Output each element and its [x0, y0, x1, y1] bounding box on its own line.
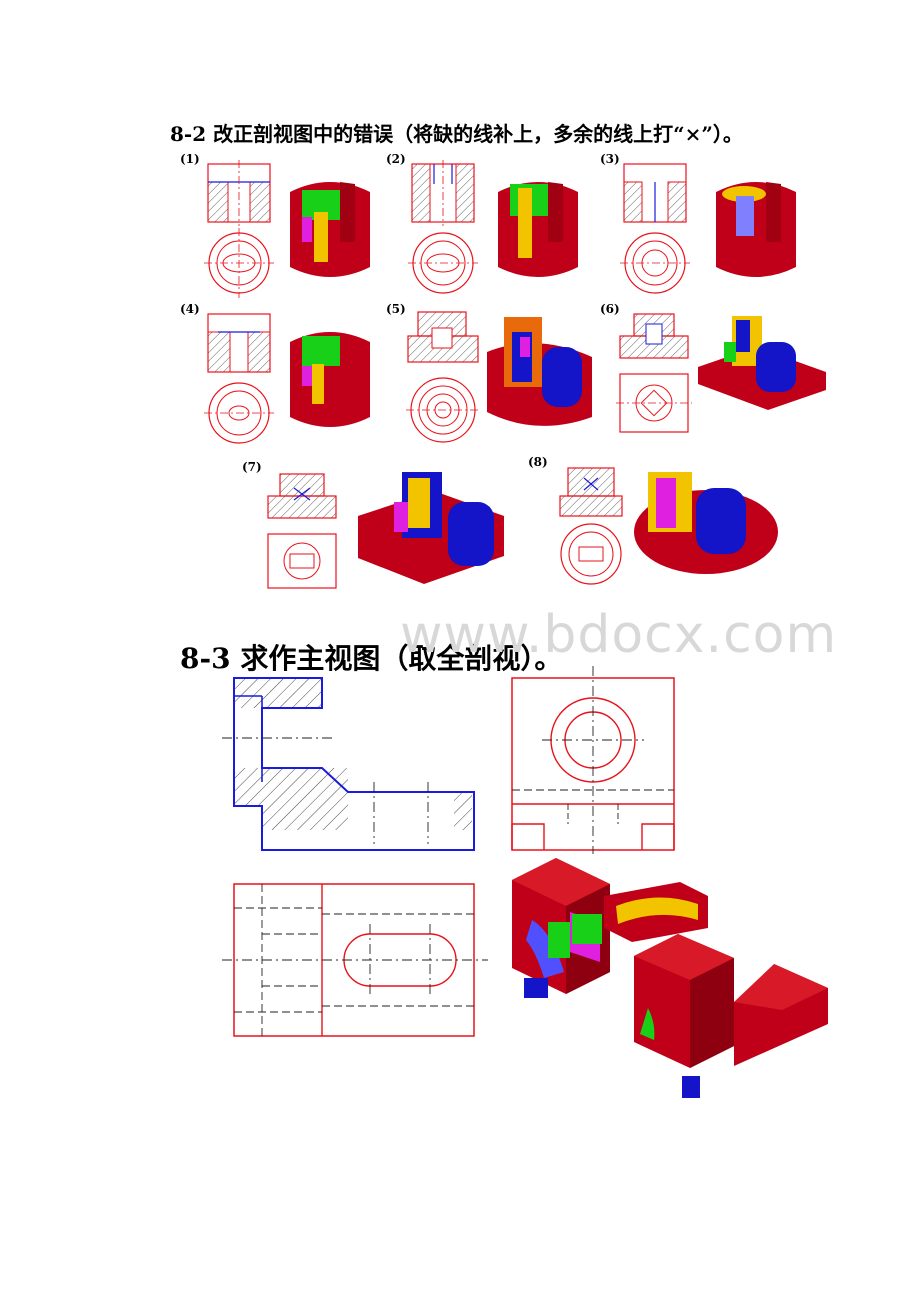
problem-label-8: (8) — [528, 455, 548, 469]
problem-3-model — [716, 182, 796, 277]
problem-6-drawing — [616, 313, 692, 433]
top-view — [222, 883, 488, 1037]
problem-1-drawing — [204, 160, 274, 298]
problem-label-7: (7) — [242, 460, 262, 474]
problem-label-3: (3) — [600, 152, 620, 166]
problem-4-model — [290, 332, 370, 427]
problem-8-model — [634, 472, 778, 574]
section-8-3-model — [512, 858, 828, 1098]
problem-label-5: (5) — [386, 302, 406, 316]
problem-label-4: (4) — [180, 302, 200, 316]
problem-3-drawing — [620, 163, 690, 294]
section-8-2-title: 8-2 改正剖视图中的错误（将缺的线补上，多余的线上打“×”）。 — [170, 122, 743, 146]
problem-7-model — [358, 472, 504, 584]
problem-6-model — [698, 316, 826, 410]
problem-label-6: (6) — [600, 302, 620, 316]
problem-2-model — [498, 182, 578, 277]
problem-7-drawing — [267, 473, 337, 589]
problem-2-drawing — [408, 160, 478, 294]
problem-4-drawing — [204, 313, 274, 444]
front-view-outline — [222, 677, 475, 851]
problem-5-drawing — [406, 311, 480, 443]
problem-8-drawing — [559, 467, 623, 585]
problem-label-2: (2) — [386, 152, 406, 166]
side-view — [511, 666, 675, 854]
problem-1-model — [290, 182, 370, 277]
problem-label-1: (1) — [180, 152, 200, 166]
problem-5-model — [487, 317, 592, 426]
section-8-3-title: 8-3 求作主视图（取全剖视）。 — [180, 642, 563, 675]
watermark: www.bdocx.com — [400, 605, 838, 665]
